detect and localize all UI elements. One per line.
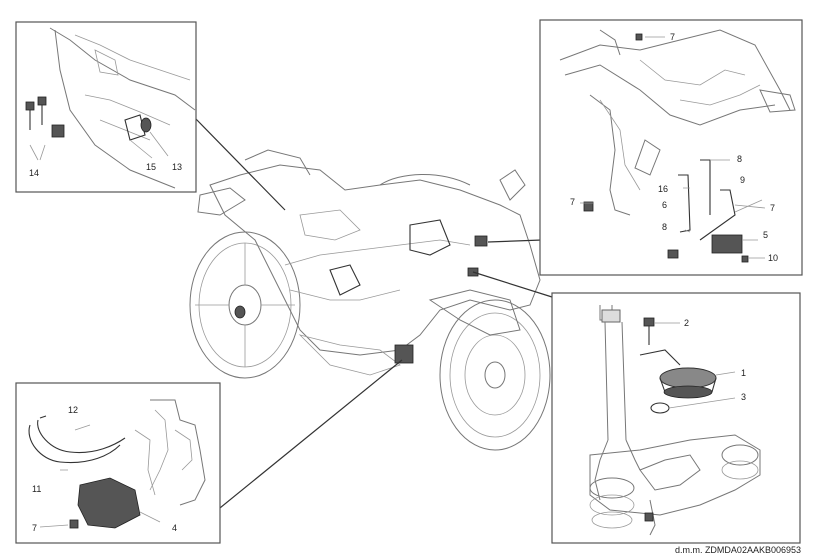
callout-label: 7 [670, 32, 675, 42]
callout-label: 13 [172, 162, 182, 172]
reference-code: d.m.m. ZDMDA02AAKB006953 [674, 545, 801, 555]
callout-label: 15 [146, 162, 156, 172]
callout-label: 2 [684, 318, 689, 328]
callout-label: 6 [662, 200, 667, 210]
detail-panel-bottom-left: 12 11 7 4 [15, 382, 221, 544]
rear-wheel [189, 231, 301, 379]
callout-label: 7 [570, 197, 575, 207]
callout-label: 14 [29, 168, 39, 178]
leader-lines [194, 117, 553, 513]
callout-label: 1 [741, 368, 746, 378]
callout-label: 3 [741, 392, 746, 402]
detail-panel-top-left: 14 15 13 [15, 21, 197, 193]
motorcycle-illustration [189, 149, 551, 451]
callout-label: 8 [737, 154, 742, 164]
callout-label: 7 [770, 203, 775, 213]
horn-mount-location [394, 344, 414, 364]
connector-location [474, 235, 488, 247]
callout-label: 10 [768, 253, 778, 263]
detail-panel-top-right: 7 8 16 7 6 9 7 8 5 10 [539, 19, 803, 276]
callout-label: 12 [68, 405, 78, 415]
callout-label: 16 [658, 184, 668, 194]
detail-panel-bottom-right: 2 1 3 [551, 292, 801, 544]
callout-label: 5 [763, 230, 768, 240]
callout-label: 8 [662, 222, 667, 232]
front-wheel [439, 299, 551, 451]
callout-label: 9 [740, 175, 745, 185]
callout-label: 11 [32, 484, 41, 494]
callout-label: 7 [32, 523, 37, 533]
callout-label: 4 [172, 523, 177, 533]
